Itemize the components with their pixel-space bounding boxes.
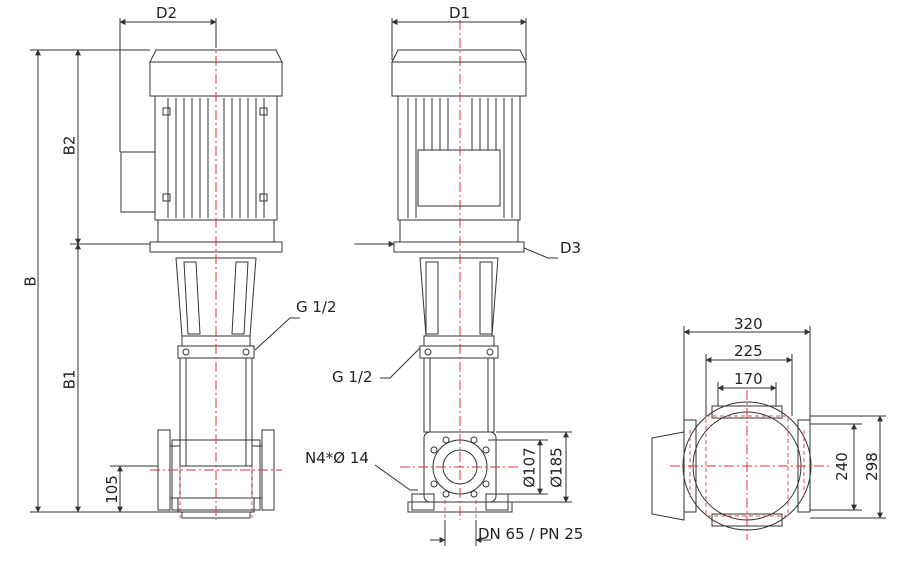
label-105: 105 <box>102 475 121 504</box>
side-view <box>120 49 283 519</box>
label-298: 298 <box>862 452 881 481</box>
label-n4: N4*Ø 14 <box>305 449 369 467</box>
label-g12-front: G 1/2 <box>332 368 373 386</box>
label-b1: B1 <box>60 369 79 390</box>
label-225: 225 <box>734 342 763 360</box>
front-view <box>391 49 527 513</box>
label-b2: B2 <box>60 135 79 156</box>
label-g12-side: G 1/2 <box>296 298 337 316</box>
front-terminal-box <box>417 149 501 207</box>
label-dn: DN 65 / PN 25 <box>478 525 584 543</box>
label-d185: Ø185 <box>547 447 566 488</box>
label-d3: D3 <box>560 239 582 257</box>
front-motor-flange <box>393 241 525 253</box>
base-dimensions <box>683 326 886 519</box>
label-b: B <box>21 276 40 287</box>
terminal-box <box>120 151 156 213</box>
label-170: 170 <box>734 370 763 388</box>
label-d1: D1 <box>449 4 471 22</box>
front-motor-fins <box>407 98 513 218</box>
flange-bolt-holes <box>430 436 490 498</box>
label-d107: Ø107 <box>520 447 539 488</box>
label-d2: D2 <box>156 4 178 22</box>
motor-fins <box>167 98 265 218</box>
label-240: 240 <box>832 452 851 481</box>
label-320: 320 <box>734 315 763 333</box>
front-dimensions <box>354 18 572 546</box>
base-terminal-box <box>651 431 685 521</box>
base-hidden-lines <box>689 415 805 517</box>
side-dimensions <box>30 18 300 513</box>
